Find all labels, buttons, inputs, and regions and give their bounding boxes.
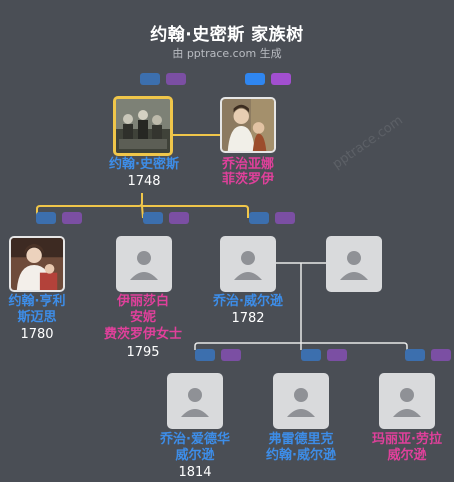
person-card-maria-laura[interactable] bbox=[379, 373, 435, 429]
page-title: 约翰·史密斯 家族树 bbox=[150, 25, 304, 45]
default-avatar-icon bbox=[130, 251, 158, 280]
portrait-image bbox=[11, 238, 63, 290]
page-subtitle: 由 pptrace.com 生成 bbox=[172, 47, 282, 60]
expand-parents-tag[interactable] bbox=[221, 349, 241, 361]
expand-parents-tag[interactable] bbox=[405, 349, 425, 361]
person-year: 1748 bbox=[127, 174, 161, 189]
expand-parents-tag[interactable] bbox=[62, 212, 82, 224]
person-name[interactable]: 乔治·爱德华 bbox=[160, 432, 230, 447]
default-avatar-icon bbox=[340, 251, 368, 280]
person-tags bbox=[245, 73, 291, 85]
person-year: 1795 bbox=[126, 345, 160, 360]
person-name[interactable]: 玛丽亚·劳拉 bbox=[372, 432, 442, 447]
person-name[interactable]: 威尔逊 bbox=[175, 448, 215, 463]
person-tags bbox=[36, 212, 82, 224]
expand-parents-tag[interactable] bbox=[431, 349, 451, 361]
person-name[interactable]: 约翰·威尔逊 bbox=[266, 448, 336, 463]
person-tags bbox=[405, 349, 451, 361]
expand-parents-tag[interactable] bbox=[327, 349, 347, 361]
expand-parents-tag[interactable] bbox=[36, 212, 56, 224]
person-card-george-edward[interactable] bbox=[167, 373, 223, 429]
person-year: 1814 bbox=[178, 465, 212, 480]
expand-parents-tag[interactable] bbox=[271, 73, 291, 85]
person-card-john-smith[interactable] bbox=[113, 96, 173, 156]
person-tags bbox=[143, 212, 189, 224]
person-name[interactable]: 伊丽莎白 bbox=[116, 294, 169, 309]
default-avatar-icon bbox=[287, 388, 315, 417]
person-year: 1780 bbox=[20, 327, 54, 342]
person-card-elizabeth[interactable] bbox=[116, 236, 172, 292]
person-name[interactable]: 菲茨罗伊 bbox=[221, 172, 274, 187]
person-name[interactable]: 斯迈思 bbox=[17, 310, 57, 325]
expand-parents-tag[interactable] bbox=[249, 212, 269, 224]
person-name[interactable]: 约翰·史密斯 bbox=[109, 157, 179, 172]
person-name[interactable]: 乔治亚娜 bbox=[221, 157, 274, 172]
person-tags bbox=[301, 349, 347, 361]
person-tags bbox=[140, 73, 186, 85]
person-card-george-spouse[interactable] bbox=[326, 236, 382, 292]
expand-parents-tag[interactable] bbox=[143, 212, 163, 224]
person-name[interactable]: 弗雷德里克 bbox=[268, 432, 334, 447]
person-name[interactable]: 费茨罗伊女士 bbox=[103, 327, 182, 342]
expand-parents-tag[interactable] bbox=[140, 73, 160, 85]
person-card-frederick[interactable] bbox=[273, 373, 329, 429]
portrait-image bbox=[222, 99, 274, 151]
expand-parents-tag[interactable] bbox=[169, 212, 189, 224]
children-connector-john bbox=[36, 193, 249, 219]
children-connector-george bbox=[194, 263, 408, 350]
person-name[interactable]: 约翰·亨利 bbox=[8, 294, 66, 309]
person-name[interactable]: 安妮 bbox=[129, 310, 156, 325]
person-card-georgiana[interactable] bbox=[220, 97, 276, 153]
expand-parents-tag[interactable] bbox=[245, 73, 265, 85]
person-card-john-henry[interactable] bbox=[9, 236, 65, 292]
default-avatar-icon bbox=[234, 251, 262, 280]
default-avatar-icon bbox=[393, 388, 421, 417]
person-tags bbox=[249, 212, 295, 224]
person-card-george-wilson[interactable] bbox=[220, 236, 276, 292]
person-name[interactable]: 乔治·威尔逊 bbox=[213, 294, 283, 309]
expand-parents-tag[interactable] bbox=[195, 349, 215, 361]
default-avatar-icon bbox=[181, 388, 209, 417]
person-year: 1782 bbox=[231, 311, 265, 326]
expand-parents-tag[interactable] bbox=[166, 73, 186, 85]
expand-parents-tag[interactable] bbox=[301, 349, 321, 361]
person-name[interactable]: 威尔逊 bbox=[387, 448, 427, 463]
portrait-image bbox=[116, 99, 170, 153]
person-tags bbox=[195, 349, 241, 361]
expand-parents-tag[interactable] bbox=[275, 212, 295, 224]
